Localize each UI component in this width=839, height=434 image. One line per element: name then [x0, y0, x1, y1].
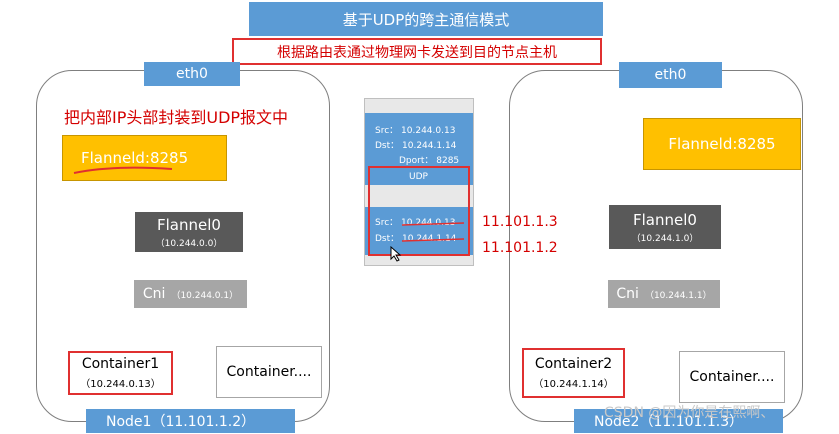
packet: Src： 10.244.0.13 Dst： 10.244.1.14 Dport：…: [364, 98, 474, 266]
node2-flannel0: Flannel0 （10.244.1.0）: [609, 205, 721, 249]
node2-cni: Cni （10.244.1.1）: [608, 280, 720, 308]
packet-new-src: 11.101.1.3: [482, 214, 558, 230]
node2-container1-ip: （10.244.1.14）: [533, 379, 614, 390]
node1-encapsulation-note: 把内部IP头部封装到UDP报文中: [64, 108, 289, 127]
packet-new-dst: 11.101.1.2: [482, 240, 558, 256]
mouse-cursor-icon: [390, 246, 402, 262]
packet-inner-header: Src： 10.244.0.13 Dst： 10.244.1.14 Dport：…: [365, 113, 473, 185]
node1-cni-ip: （10.244.0.1）: [171, 290, 239, 301]
node2-container2-name: Container....: [689, 369, 775, 385]
packet-udp-highlight: [368, 166, 470, 256]
watermark: CSDN @因为你是在熙啊、: [604, 405, 775, 421]
node1-flannel0-name: Flannel0: [157, 215, 221, 234]
node1-flannel0: Flannel0 （10.244.0.0）: [135, 212, 243, 252]
packet-outer-src: Src： 10.244.0.13: [375, 218, 456, 228]
node2-flannel0-name: Flannel0: [633, 210, 697, 229]
node2-container1: Container2 （10.244.1.14）: [522, 348, 625, 398]
packet-inner-dst: Dst： 10.244.1.14: [375, 141, 457, 151]
node2-flannel0-ip: （10.244.1.0）: [631, 233, 699, 244]
packet-inner-src: Src： 10.244.0.13: [375, 126, 456, 136]
node1-container1-ip: （10.244.0.13）: [80, 379, 161, 390]
packet-outer-dst: Dst： 10.244.1.14: [375, 234, 457, 244]
node1-flannel0-ip: （10.244.0.0）: [155, 238, 223, 249]
subtitle-note: 根据路由表通过物理网卡发送到目的节点主机: [232, 38, 602, 65]
node1-container2: Container....: [216, 346, 322, 398]
node2-cni-ip: （10.244.1.1）: [644, 290, 712, 301]
diagram-title: 基于UDP的跨主通信模式: [249, 2, 603, 36]
node1-container1-name: Container1: [81, 356, 160, 372]
node2-container1-name: Container2: [534, 356, 613, 372]
packet-udp: UDP: [409, 172, 428, 182]
node1-label: Node1（11.101.1.2）: [86, 409, 295, 433]
node2-flanneld-label: Flanneld:8285: [668, 135, 776, 153]
node1-container2-name: Container....: [226, 364, 312, 380]
node2-container2: Container....: [679, 351, 785, 403]
packet-outer-header: Src： 10.244.0.13 Dst： 10.244.1.14: [365, 207, 473, 255]
node1-eth0: eth0: [144, 62, 240, 86]
packet-strikethrough: [401, 222, 465, 242]
node1-flanneld-underline: [73, 166, 173, 174]
packet-dport: Dport： 8285: [399, 156, 460, 166]
node1-flanneld-label: Flanneld:8285: [81, 149, 189, 167]
node1-flanneld: Flanneld:8285: [62, 135, 227, 181]
node1-cni-name: Cni: [142, 286, 166, 302]
node2-flanneld: Flanneld:8285: [643, 118, 801, 170]
node2-eth0: eth0: [619, 62, 722, 88]
node2-label: Node2（11.101.1.3）: [574, 409, 783, 433]
node1-cni: Cni （10.244.0.1）: [134, 280, 247, 308]
node1-container1: Container1 （10.244.0.13）: [68, 351, 173, 395]
node2-cni-name: Cni: [616, 286, 639, 302]
